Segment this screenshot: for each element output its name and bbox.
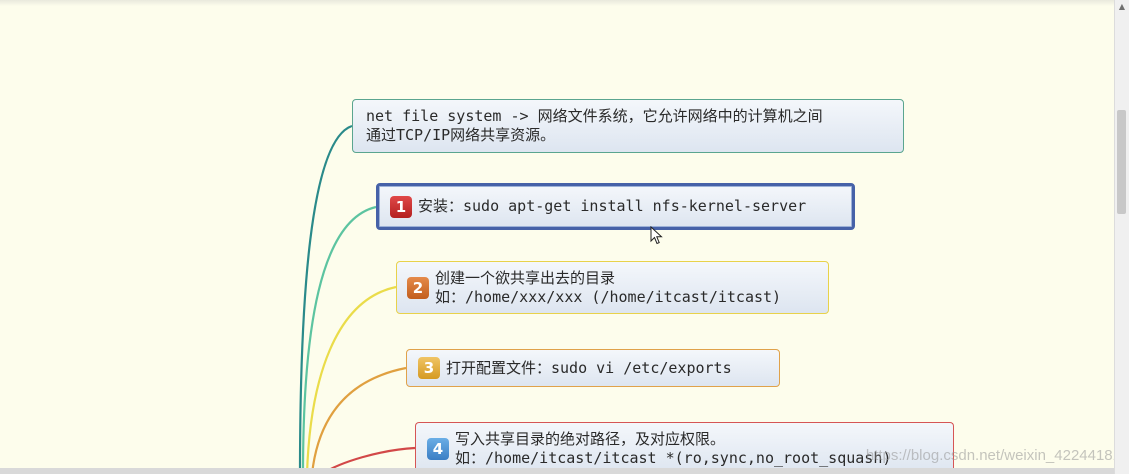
step-node-open-config[interactable]: 3 打开配置文件：sudo vi /etc/exports — [406, 349, 780, 387]
step-1-text: 安装：sudo apt-get install nfs-kernel-serve… — [418, 197, 807, 215]
scrollbar-thumb[interactable] — [1117, 110, 1126, 214]
note-line-1: net file system -> 网络文件系统，它允许网络中的计算机之间 — [366, 107, 823, 125]
priority-1-icon: 1 — [390, 195, 412, 218]
step-node-write-share-path[interactable]: 4 写入共享目录的绝对路径，及对应权限。 如：/home/itcast/itca… — [415, 422, 954, 474]
note-line-2: 通过TCP/IP网络共享资源。 — [366, 126, 556, 144]
priority-3-icon: 3 — [418, 357, 440, 379]
note-node-nfs-description[interactable]: net file system -> 网络文件系统，它允许网络中的计算机之间 通… — [352, 99, 904, 153]
step-node-install[interactable]: 1 安装：sudo apt-get install nfs-kernel-ser… — [376, 183, 855, 230]
step-4-line-1: 写入共享目录的绝对路径，及对应权限。 — [455, 429, 726, 448]
connector-step3 — [310, 366, 407, 474]
mouse-pointer-icon — [650, 225, 664, 250]
priority-2-icon: 2 — [407, 276, 429, 299]
scroll-up-arrow-icon[interactable]: ▲ — [1118, 2, 1126, 11]
step-4-line-2: 如：/home/itcast/itcast *(ro,sync,no_root_… — [455, 448, 892, 467]
connector-step2 — [305, 285, 397, 474]
step-2-line-1: 创建一个欲共享出去的目录 — [435, 268, 616, 287]
watermark-text: https://blog.csdn.net/weixin_42244181 — [865, 447, 1121, 464]
step-node-create-directory[interactable]: 2 创建一个欲共享出去的目录 如：/home/xxx/xxx (/home/it… — [396, 261, 829, 314]
connector-note — [298, 124, 353, 474]
step-2-line-2: 如：/home/xxx/xxx (/home/itcast/itcast) — [435, 287, 782, 306]
connector-step1 — [301, 205, 377, 474]
window-top-edge — [0, 0, 1129, 6]
priority-4-icon: 4 — [427, 437, 449, 460]
horizontal-scrollbar[interactable] — [0, 468, 1115, 474]
step-3-text: 打开配置文件：sudo vi /etc/exports — [446, 358, 732, 377]
vertical-scrollbar[interactable]: ▲ — [1114, 0, 1129, 474]
